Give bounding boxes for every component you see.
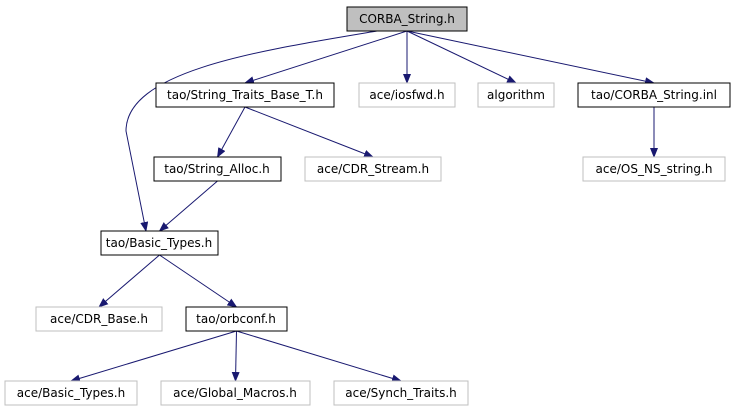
edge-tao-basic-types-h-to-cdr-base-h: [98, 254, 160, 308]
node-algorithm[interactable]: algorithm: [477, 82, 555, 108]
node-string-alloc-h[interactable]: tao/String_Alloc.h: [153, 156, 282, 182]
node-label: ace/CDR_Stream.h: [317, 162, 429, 176]
node-label: ace/Synch_Traits.h: [345, 386, 456, 400]
node-os-ns-string-h[interactable]: ace/OS_NS_string.h: [582, 156, 726, 182]
node-ace-basic-types-h[interactable]: ace/Basic_Types.h: [4, 380, 138, 406]
node-label: ace/Basic_Types.h: [17, 386, 125, 400]
edge-corba-string-h-to-corba-string-inl: [406, 30, 655, 86]
node-label: algorithm: [487, 88, 545, 102]
edge-orbconf-h-to-global-macros-h: [231, 330, 240, 382]
node-tao-basic-types-h[interactable]: tao/Basic_Types.h: [100, 230, 219, 256]
node-label: tao/String_Alloc.h: [164, 162, 270, 176]
node-corba-string-inl[interactable]: tao/CORBA_String.inl: [577, 82, 731, 108]
nodes: CORBA_String.h tao/String_Traits_Base_T.…: [4, 6, 731, 406]
node-global-macros-h[interactable]: ace/Global_Macros.h: [160, 380, 311, 406]
node-label: CORBA_String.h: [359, 12, 455, 26]
node-label: tao/CORBA_String.inl: [591, 88, 717, 102]
edge-corba-string-h-to-algorithm: [406, 30, 517, 84]
node-orbconf-h[interactable]: tao/orbconf.h: [185, 306, 288, 332]
node-corba-string-h[interactable]: CORBA_String.h: [346, 6, 468, 32]
edge-orbconf-h-to-synch-traits-h: [236, 330, 402, 383]
edge-orbconf-h-to-ace-basic-types-h: [70, 330, 237, 383]
node-label: ace/Global_Macros.h: [173, 386, 297, 400]
node-string-traits-base-t-h[interactable]: tao/String_Traits_Base_T.h: [155, 82, 335, 108]
edge-string-alloc-h-to-tao-basic-types-h: [158, 180, 218, 232]
edge-string-traits-base-t-h-to-string-alloc-h: [217, 106, 246, 158]
node-label: ace/OS_NS_string.h: [596, 162, 713, 176]
node-synch-traits-h[interactable]: ace/Synch_Traits.h: [333, 380, 469, 406]
node-label: ace/CDR_Base.h: [50, 312, 148, 326]
node-cdr-stream-h[interactable]: ace/CDR_Stream.h: [304, 156, 442, 182]
edges: [70, 30, 658, 383]
node-label: tao/Basic_Types.h: [106, 236, 212, 250]
node-label: ace/iosfwd.h: [369, 88, 444, 102]
edge-tao-basic-types-h-to-orbconf-h: [159, 254, 238, 308]
node-label: tao/String_Traits_Base_T.h: [167, 88, 323, 102]
node-ace-iosfwd-h[interactable]: ace/iosfwd.h: [358, 82, 456, 108]
edge-string-traits-base-t-h-to-cdr-stream-h: [244, 106, 374, 158]
edge-corba-string-h-to-tao-basic-types-h: [125, 30, 378, 232]
edge-corba-string-h-to-string-traits-base-t-h: [244, 30, 408, 85]
node-label: tao/orbconf.h: [196, 312, 276, 326]
node-cdr-base-h[interactable]: ace/CDR_Base.h: [35, 306, 163, 332]
